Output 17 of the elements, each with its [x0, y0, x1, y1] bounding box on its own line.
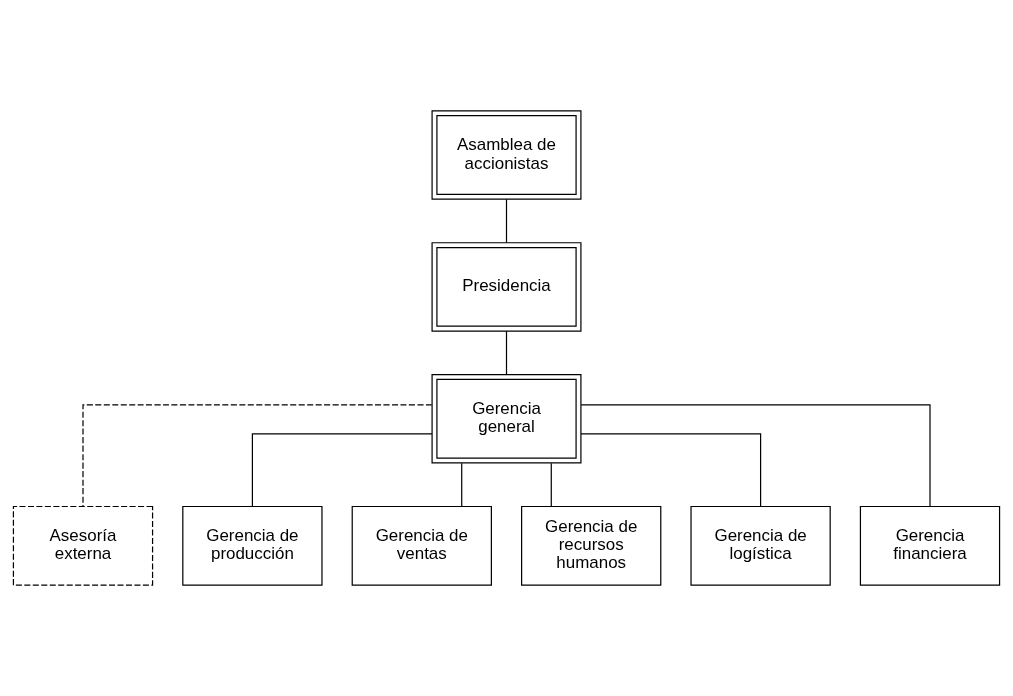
node-box: Gerencia de ventas — [351, 505, 492, 586]
node-box: Asesoría externa — [12, 505, 154, 586]
connector — [461, 462, 463, 507]
connector — [82, 404, 433, 507]
node-box: Gerencia de recursos humanos — [521, 505, 662, 586]
node-box: Gerencia de logística — [690, 505, 831, 586]
node-box: Gerencia de producción — [182, 505, 323, 586]
node-box: Gerencia general — [431, 374, 582, 464]
connector — [550, 462, 552, 507]
node-box: Presidencia — [431, 242, 582, 332]
connector — [251, 433, 433, 507]
connector — [580, 404, 931, 507]
connector — [505, 198, 508, 244]
node-box: Gerencia financiera — [859, 505, 1001, 586]
node-box: Asamblea de accionistas — [431, 110, 582, 200]
connector — [580, 433, 762, 507]
connector — [505, 330, 508, 375]
